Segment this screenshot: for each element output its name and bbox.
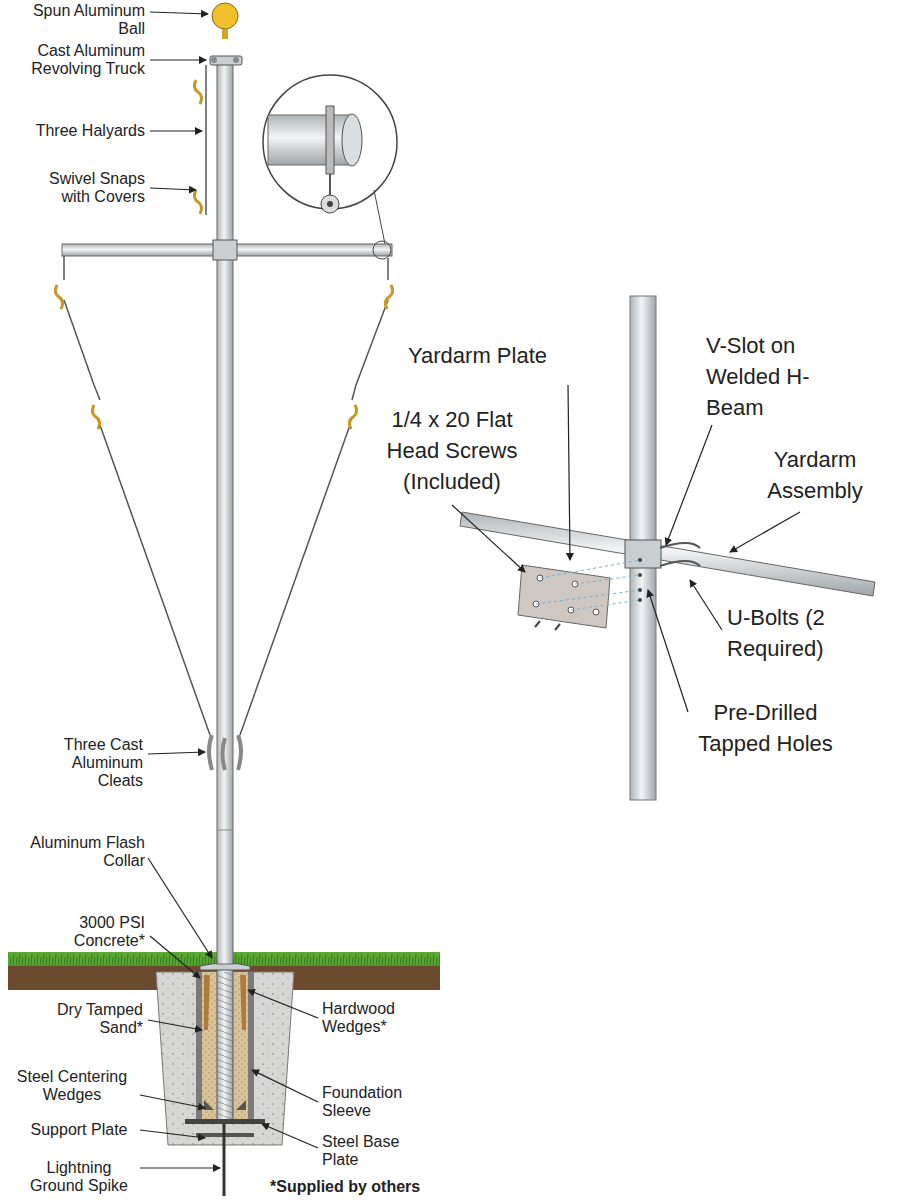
callout-label: 3000 PSI Concrete* <box>63 914 145 950</box>
callout-label: *Supplied by others <box>270 1178 470 1196</box>
callout-label: Yardarm Assembly <box>745 444 885 506</box>
callout-label: Hardwood Wedges* <box>322 1000 422 1036</box>
callout-label: V-Slot on Welded H-Beam <box>706 330 818 423</box>
callout-label: Steel Base Plate <box>322 1133 417 1169</box>
callout-label: Three Cast Aluminum Cleats <box>53 736 143 790</box>
callout-label: Support Plate <box>20 1121 138 1139</box>
callout-label: Cast Aluminum Revolving Truck <box>5 42 145 78</box>
callout-label: Dry Tamped Sand* <box>40 1001 143 1037</box>
callout-label: Three Halyards <box>5 122 145 140</box>
callout-label: Steel Centering Wedges <box>6 1068 138 1104</box>
callout-label: Lightning Ground Spike <box>20 1159 138 1195</box>
callout-label: Yardarm Plate <box>408 340 608 371</box>
callout-label: Swivel Snaps with Covers <box>30 170 145 206</box>
callout-label: Aluminum Flash Collar <box>8 834 145 870</box>
callout-label: Foundation Sleeve <box>322 1084 417 1120</box>
callout-label: Pre-Drilled Tapped Holes <box>678 697 853 759</box>
callout-label: 1/4 x 20 Flat Head Screws (Included) <box>368 404 536 497</box>
callout-label: Spun Aluminum Ball <box>8 2 145 38</box>
callout-label: U-Bolts (2 Required) <box>727 602 827 664</box>
